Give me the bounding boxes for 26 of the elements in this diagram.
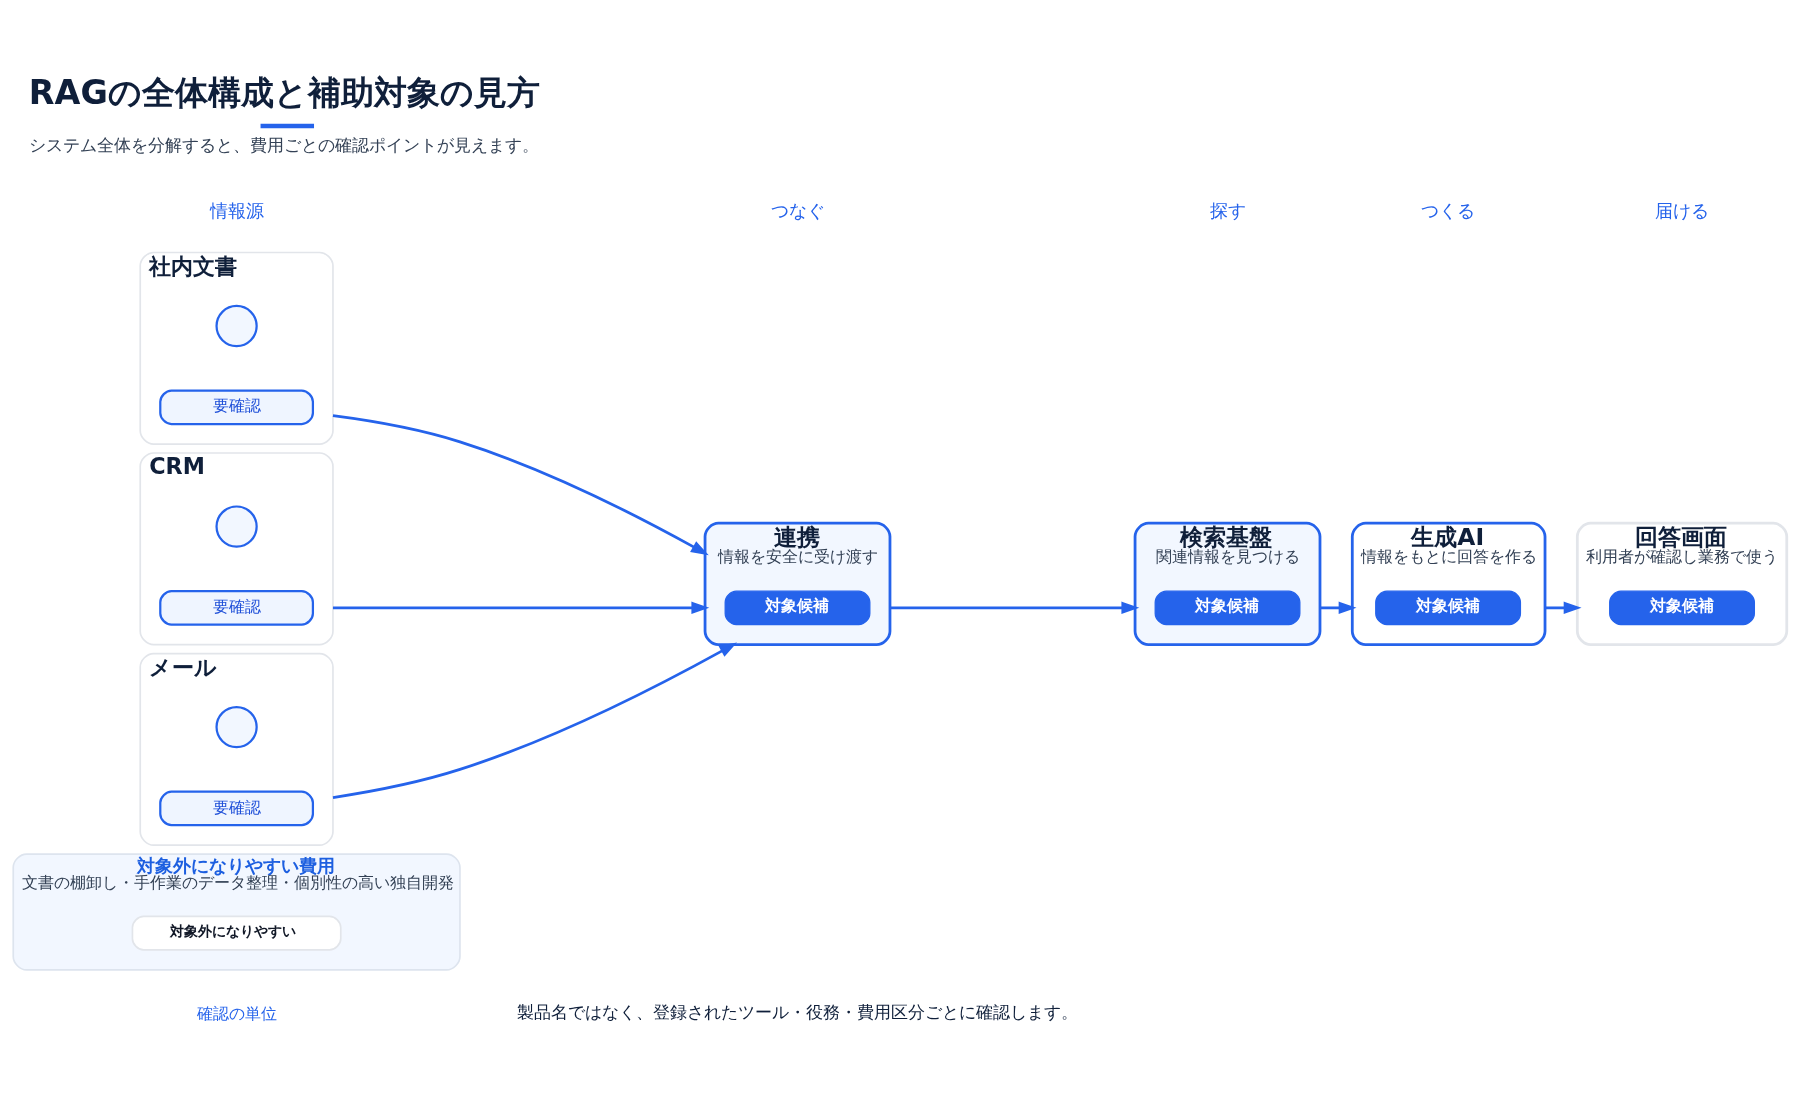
label: 届ける [1655, 200, 1710, 221]
arrow [332, 413, 709, 555]
arrow [332, 642, 738, 799]
label: 探す [1209, 200, 1246, 221]
node-circle [215, 705, 258, 748]
node-box: 対象候補 [1154, 590, 1301, 625]
caption: システム全体を分解すると、費用ごとの確認ポイントが見えます。 [28, 134, 539, 155]
arrow [1545, 601, 1582, 614]
diagram-title: RAGの全体構成と補助対象の見方 [28, 72, 540, 112]
arrow [1320, 601, 1357, 614]
node-box: 対象候補 [1609, 590, 1755, 625]
label: つなぐ [770, 200, 825, 221]
node-circle [215, 504, 258, 548]
arrow [332, 601, 710, 614]
node-box: 対象候補 [724, 590, 871, 625]
node-box: 要確認 [159, 589, 315, 626]
label: つくる [1421, 200, 1476, 221]
arrow [889, 601, 1140, 614]
node-box: 対象外になりやすい [131, 915, 342, 951]
node-box: 要確認 [159, 389, 315, 425]
node-box: 要確認 [159, 790, 315, 826]
node-circle [215, 304, 258, 347]
label: 製品名ではなく、登録されたツール・役務・費用区分ごとに確認します。 [517, 1002, 1079, 1022]
label: 確認の単位 [196, 1004, 277, 1022]
node-box: 対象候補 [1375, 590, 1522, 625]
label: 情報源 [209, 200, 264, 221]
